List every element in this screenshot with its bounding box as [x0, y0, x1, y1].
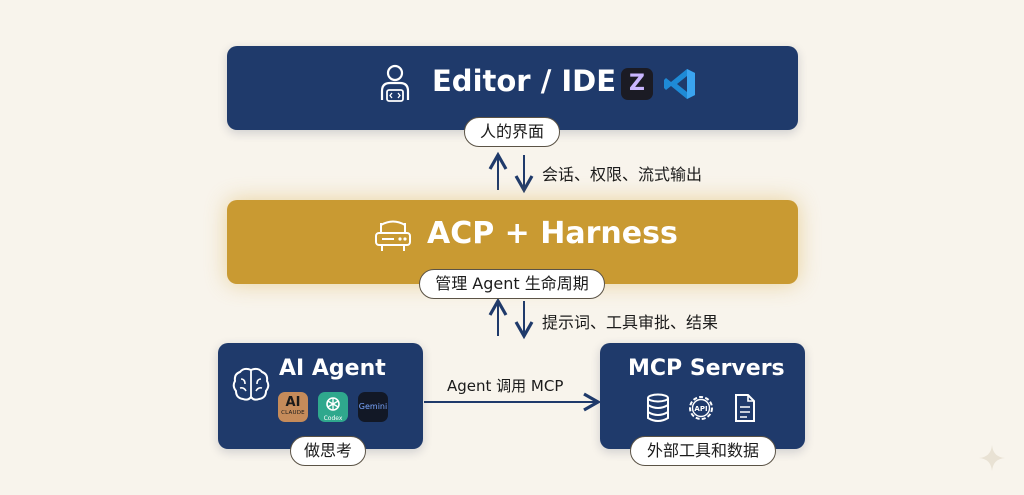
- zed-logo-icon: Z: [621, 68, 653, 100]
- mcp-title: MCP Servers: [628, 356, 785, 381]
- mcp-pill: 外部工具和数据: [630, 436, 776, 466]
- vscode-logo-icon: [664, 69, 695, 99]
- api-gear-icon: API: [689, 396, 713, 420]
- editor-title: Editor / IDE: [432, 64, 617, 98]
- router-icon: [375, 220, 411, 251]
- agent-pill: 做思考: [290, 436, 366, 466]
- claude-logo-icon: AI CLAUDE: [278, 392, 308, 422]
- developer-icon: [380, 64, 410, 102]
- document-icon: [735, 394, 755, 422]
- edge-label-editor-acp: 会话、权限、流式输出: [542, 165, 703, 184]
- claude-logo-caption: CLAUDE: [281, 410, 305, 416]
- gemini-logo-icon: Gemini: [358, 392, 388, 422]
- editor-box: [227, 46, 798, 130]
- acp-title: ACP + Harness: [427, 216, 678, 251]
- editor-pill: 人的界面: [464, 117, 560, 147]
- claude-logo-mark: AI: [285, 395, 301, 410]
- edge-label-acp-agent: 提示词、工具审批、结果: [542, 313, 719, 332]
- sparkle-icon: [979, 445, 1005, 471]
- api-gear-label: API: [694, 405, 707, 413]
- edge-label-agent-mcp: Agent 调用 MCP: [447, 377, 564, 395]
- agent-title: AI Agent: [279, 356, 386, 381]
- codex-logo-caption: Codex: [323, 415, 343, 422]
- codex-logo-icon: Codex: [318, 392, 348, 422]
- codex-knot-glyph: [326, 397, 340, 411]
- mcp-box: [600, 343, 805, 449]
- database-icon: [647, 393, 669, 422]
- acp-pill: 管理 Agent 生命周期: [419, 269, 605, 299]
- brain-icon: [232, 367, 270, 401]
